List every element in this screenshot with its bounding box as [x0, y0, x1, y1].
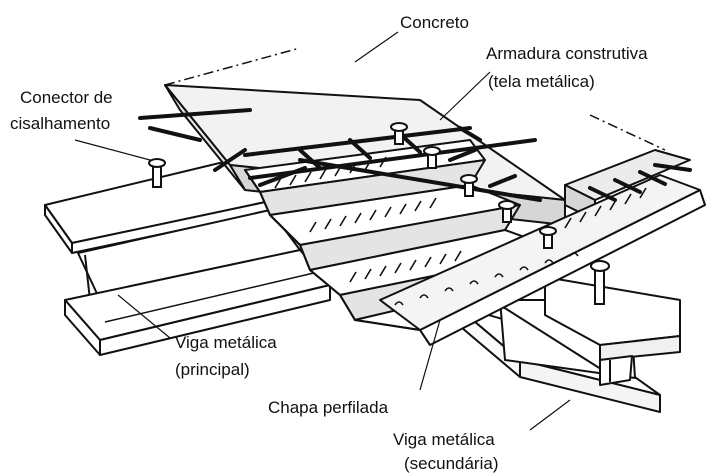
label-connector-line1: Conector de — [20, 88, 113, 107]
leader-lines — [74, 31, 571, 431]
label-secondary-beam-line2: (secundária) — [404, 454, 499, 473]
shear-connectors — [148, 122, 610, 305]
deck-embossments — [274, 156, 647, 306]
label-concrete: Concreto — [400, 13, 469, 32]
label-main-beam-line1: Viga metálica — [175, 333, 277, 352]
stud-connector — [460, 174, 478, 197]
leader-secondary-beam — [529, 399, 571, 431]
label-connector-line2: cisalhamento — [10, 114, 111, 133]
reinforcement-mesh — [138, 108, 692, 202]
stud-connector — [539, 226, 557, 249]
leader-connector — [74, 139, 151, 161]
label-deck: Chapa perfilada — [268, 398, 389, 417]
leader-main-beam — [117, 294, 171, 339]
leader-concrete — [354, 31, 399, 63]
leader-deck — [419, 319, 441, 391]
label-secondary-beam-line1: Viga metálica — [393, 430, 495, 449]
stud-connector — [148, 158, 166, 188]
label-reinforcement-line1: Armadura construtiva — [486, 44, 648, 63]
label-reinforcement-line2: (tela metálica) — [488, 72, 595, 91]
slab-continuation-lines — [164, 47, 666, 151]
label-main-beam-line2: (principal) — [175, 360, 250, 379]
stud-connector — [498, 200, 516, 223]
stud-connector — [390, 122, 408, 145]
main-steel-beam — [44, 159, 331, 356]
stud-connector — [423, 146, 441, 169]
stud-connector — [590, 260, 610, 305]
leader-reinforcement — [439, 71, 491, 121]
